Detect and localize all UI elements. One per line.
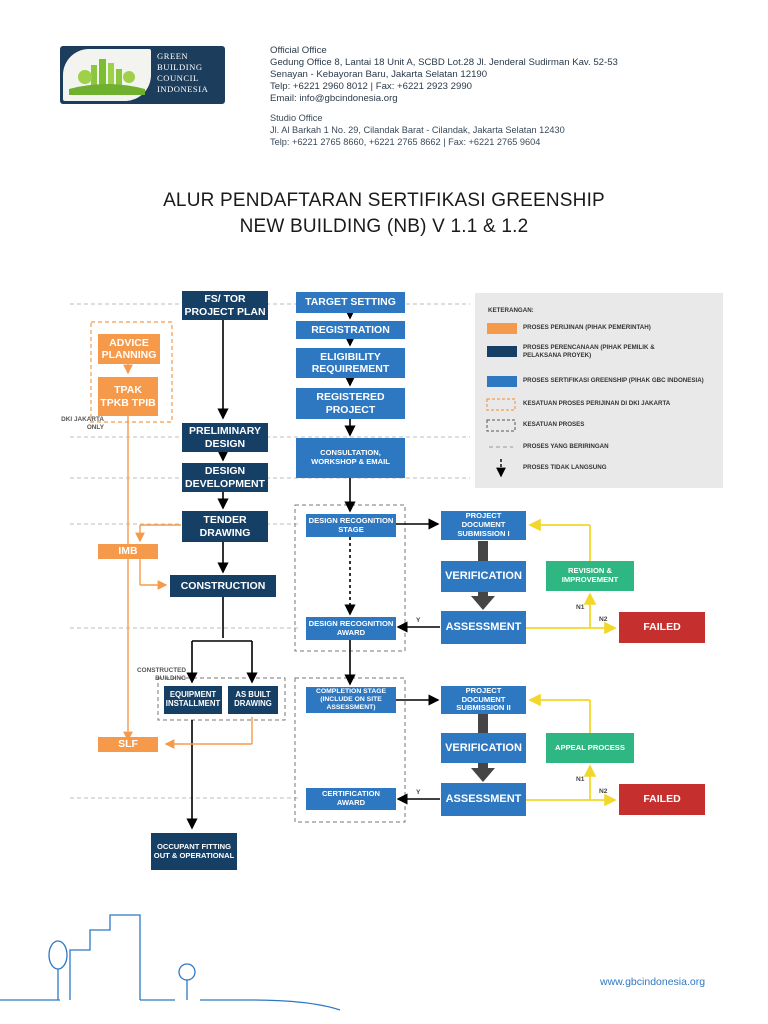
official-office-email[interactable]: Email: info@gbcindonesia.org [270, 93, 398, 104]
node-tpak-tpkb-tpib[interactable]: TPAK TPKB TPIB [98, 377, 158, 416]
label-n2-1: N2 [599, 616, 608, 623]
node-verification-2[interactable]: VERIFICATION [441, 733, 526, 763]
legend-title: KETERANGAN: [488, 307, 534, 314]
node-occupant-fitting-out[interactable]: OCCUPANT FITTING OUT & OPERATIONAL [151, 833, 237, 870]
official-office-line-1: Gedung Office 8, Lantai 18 Unit A, SCBD … [270, 57, 618, 68]
node-design-recognition-stage[interactable]: DESIGN RECOGNITION STAGE [306, 514, 396, 537]
studio-office-line-2: Telp: +6221 2765 8660, +6221 2765 8662 |… [270, 137, 541, 147]
page-title-line-2: NEW BUILDING (NB) V 1.1 & 1.2 [239, 216, 529, 237]
label-n1-2: N1 [576, 776, 585, 783]
legend-swatch-orange [487, 323, 517, 334]
node-design-recognition-award[interactable]: DESIGN RECOGNITION AWARD [306, 617, 396, 640]
legend-item-perijinan: PROSES PERIJINAN (PIHAK PEMERINTAH) [523, 324, 651, 331]
official-office-line-2: Senayan - Kebayoran Baru, Jakarta Selata… [270, 69, 488, 80]
node-completion-stage[interactable]: COMPLETION STAGE (INCLUDE ON SITE ASSESS… [306, 687, 396, 713]
logo-line-2: BUILDING [157, 62, 203, 72]
node-project-document-submission-2[interactable]: PROJECT DOCUMENT SUBMISSION II [441, 686, 526, 714]
node-assessment-2[interactable]: ASSESSMENT [441, 783, 526, 816]
studio-office-line-1: Jl. Al Barkah 1 No. 29, Cilandak Barat -… [270, 125, 565, 135]
label-constructed-building: CONSTRUCTED BUILDING [137, 667, 186, 682]
node-verification-1[interactable]: VERIFICATION [441, 561, 526, 592]
node-fs-tor-project-plan[interactable]: FS/ TOR PROJECT PLAN [182, 291, 268, 320]
official-office-heading: Official Office [270, 45, 327, 56]
node-eligibility-requirement[interactable]: ELIGIBILITY REQUIREMENT [296, 348, 405, 378]
node-advice-planning[interactable]: ADVICE PLANNING [98, 334, 160, 364]
gbci-logo: GREEN BUILDING COUNCIL INDONESIA [60, 46, 225, 104]
node-consultation-workshop-email[interactable]: CONSULTATION, WORKSHOP & EMAIL [296, 438, 405, 478]
logo-line-3: COUNCIL [157, 73, 199, 83]
node-construction[interactable]: CONSTRUCTION [170, 575, 276, 597]
node-imb[interactable]: IMB [98, 544, 158, 559]
label-dki-jakarta-only: DKI JAKARTA ONLY [61, 416, 104, 431]
node-project-document-submission-1[interactable]: PROJECT DOCUMENT SUBMISSION I [441, 511, 526, 540]
website-link[interactable]: www.gbcindonesia.org [600, 976, 706, 988]
skyline-illustration [0, 914, 341, 1011]
legend-item-beriringan: PROSES YANG BERIRINGAN [523, 443, 609, 450]
legend-item-perencanaan: PROSES PERENCANAAN (PIHAK PEMILIK & PELA… [523, 344, 655, 359]
logo-line-4: INDONESIA [157, 84, 209, 94]
node-failed-1[interactable]: FAILED [619, 612, 705, 643]
node-registration[interactable]: REGISTRATION [296, 321, 405, 339]
label-yes-1: Y [416, 617, 421, 624]
logo-leaf-icon [63, 49, 151, 101]
node-target-setting[interactable]: TARGET SETTING [296, 292, 405, 313]
logo-line-1: GREEN [157, 51, 189, 61]
legend-item-sertifikasi: PROSES SERTIFIKASI GREENSHIP (PIHAK GBC … [523, 377, 704, 384]
node-design-development[interactable]: DESIGN DEVELOPMENT [182, 463, 268, 492]
node-certification-award[interactable]: CERTIFICATION AWARD [306, 788, 396, 810]
label-n1-1: N1 [576, 604, 585, 611]
node-appeal-process[interactable]: APPEAL PROCESS [546, 733, 634, 763]
node-preliminary-design[interactable]: PRELIMINARY DESIGN [182, 423, 268, 452]
studio-office-heading: Studio Office [270, 113, 323, 123]
node-tender-drawing[interactable]: TENDER DRAWING [182, 511, 268, 542]
node-failed-2[interactable]: FAILED [619, 784, 705, 815]
legend-swatch-blue [487, 376, 517, 387]
node-revision-improvement[interactable]: REVISION & IMPROVEMENT [546, 561, 634, 591]
node-slf[interactable]: SLF [98, 737, 158, 752]
legend-swatch-navy [487, 346, 517, 357]
legend-item-kesatuan-proses: KESATUAN PROSES [523, 421, 585, 428]
label-n2-2: N2 [599, 788, 608, 795]
node-assessment-1[interactable]: ASSESSMENT [441, 611, 526, 644]
legend-item-tidak-langsung: PROSES TIDAK LANGSUNG [523, 464, 607, 471]
official-office-line-3: Telp: +6221 2960 8012 | Fax: +6221 2923 … [270, 81, 472, 92]
node-as-built-drawing[interactable]: AS BUILT DRAWING [228, 686, 278, 714]
node-equipment-installment[interactable]: EQUIPMENT INSTALLMENT [164, 686, 222, 714]
label-yes-2: Y [416, 789, 421, 796]
legend-item-kesatuan-dki: KESATUAN PROSES PERIJINAN DI DKI JAKARTA [523, 400, 671, 407]
page-title-line-1: ALUR PENDAFTARAN SERTIFIKASI GREENSHIP [163, 190, 605, 211]
node-registered-project[interactable]: REGISTERED PROJECT [296, 388, 405, 419]
